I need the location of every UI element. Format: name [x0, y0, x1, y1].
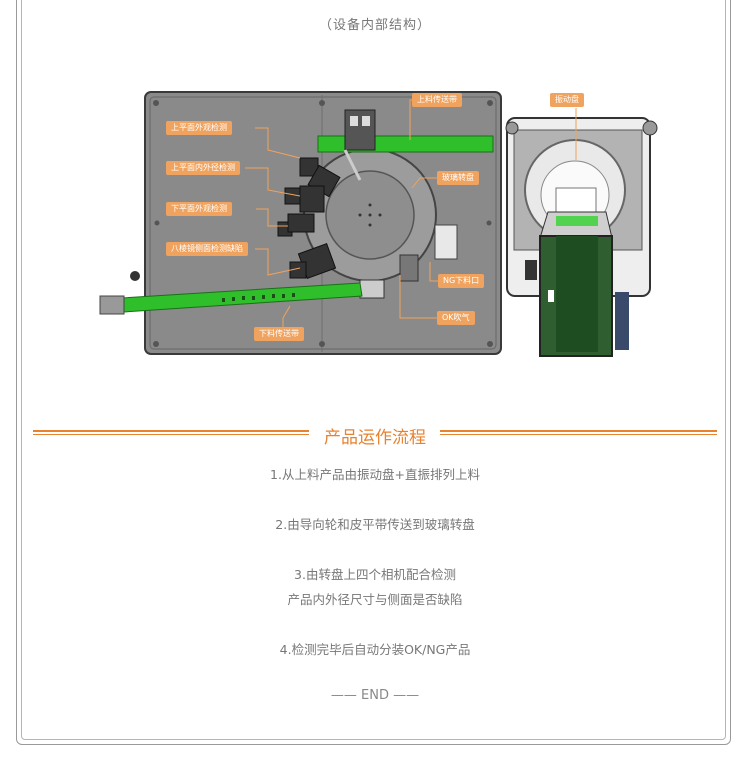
section-title: 产品运作流程 — [324, 428, 426, 448]
callout-lower-outer-inspect: 下平面外观检测 — [166, 202, 232, 216]
callout-upper-outer-inspect: 上平面外观检测 — [166, 121, 232, 135]
section-heading: 产品运作流程 — [0, 423, 750, 448]
callout-vibrating-bowl: 振动盘 — [550, 93, 584, 107]
step-1: 1.从上料产品由振动盘+直振排列上料 — [270, 467, 480, 482]
step-3-line-2: 产品内外径尺寸与侧面是否缺陷 — [287, 592, 463, 607]
step-2: 2.由导向轮和皮平带传送到玻璃转盘 — [275, 517, 475, 532]
heading-rule-left — [33, 430, 309, 435]
callout-octagon-side-inspect: 八棱镜侧面检测缺陷 — [166, 242, 248, 256]
feed-belt-graphic — [317, 135, 494, 153]
callout-ng-outlet: NG下料口 — [438, 274, 485, 288]
heading-rule-right — [440, 430, 717, 435]
page-frame-inner — [21, 0, 726, 740]
page-frame — [16, 0, 731, 745]
callout-upper-inner-diameter: 上平面内外径检测 — [166, 161, 240, 175]
end-marker: —— END —— — [330, 688, 420, 703]
callout-ok-blow: OK吹气 — [437, 311, 475, 325]
callout-discharge-belt: 下料传送带 — [254, 327, 304, 341]
step-4: 4.检测完毕后自动分装OK/NG产品 — [279, 642, 471, 657]
step-3-line-1: 3.由转盘上四个相机配合检测 — [294, 567, 456, 582]
callout-feed-belt: 上料传送带 — [412, 93, 462, 107]
image-caption: （设备内部结构） — [318, 18, 431, 33]
callout-glass-turntable: 玻璃转盘 — [437, 171, 479, 185]
